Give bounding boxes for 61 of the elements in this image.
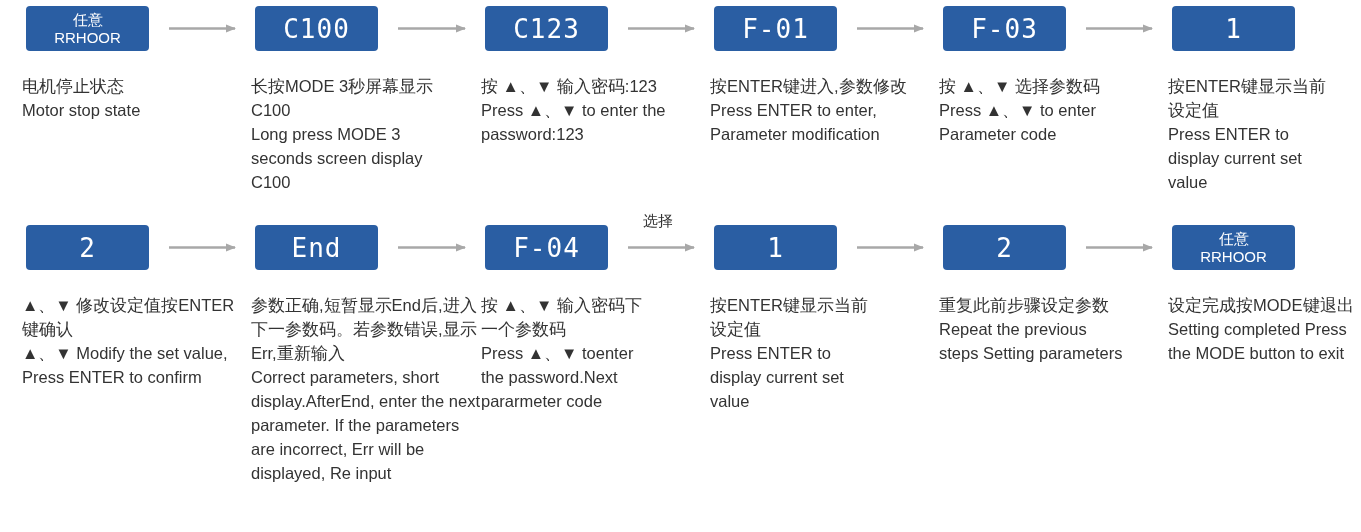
description-text: Repeat the previous steps Setting parameters [939,319,1124,364]
arrow [857,24,924,33]
description-text: Motor stop state [22,100,142,121]
description-text: 按 ▲、▼ 选择参数码 [939,76,1101,97]
display-text: C123 [513,13,580,44]
description-text: Press ▲、▼ to enter Parameter code [939,100,1097,145]
display-box [943,6,1066,51]
display-text: RRHOOR [1200,247,1267,266]
arrow [628,24,695,33]
description-text: 按 ▲、▼ 输入密码:123 [481,76,658,97]
display-box [26,225,149,270]
arrow [398,243,466,252]
description-text: ▲、▼ 修改设定值按ENTER键确认 [22,295,236,340]
display-box [485,6,608,51]
display-text: End [291,232,342,263]
display-box [255,225,378,270]
display-text: F-04 [513,232,580,263]
description-text: 按ENTER键显示当前设定值 [1168,76,1327,121]
description-text: 重复此前步骤设定参数 [939,295,1110,316]
description-text: ▲、▼ Modify the set value, Press ENTER to confirm [22,343,229,388]
display-box [485,225,608,270]
display-box [255,6,378,51]
display-text: 2 [79,232,96,263]
display-text: F-01 [742,13,809,44]
arrow [857,243,924,252]
display-box [943,225,1066,270]
display-text: 任意 [1218,229,1249,248]
description-text: 电机停止状态 [22,76,125,97]
display-text: C100 [283,13,350,44]
display-box [714,225,837,270]
description-text: 按ENTER键显示当前设定值 [710,295,869,340]
description-text: 按ENTER键进入,参数修改 [710,76,908,97]
display-box [1172,6,1295,51]
description-text: Press ▲、▼ toenter the password.Next pararmeter code [481,343,635,412]
description-text: 参数正确,短暂显示End后,进入下一参数码。若参数错误,显示Err,重新输入 [251,295,478,364]
description-text: 按 ▲、▼ 输入密码下一个参数码 [481,295,643,340]
description-text: 长按MODE 3秒屏幕显示C100 [251,76,435,121]
description-text: Press ENTER to display current set value [1168,124,1303,193]
arrow [169,243,236,252]
display-box [26,6,149,51]
arrow [169,24,236,33]
arrow [1086,243,1153,252]
description-text: Long press MODE 3 seconds screen display C100 [251,124,424,193]
display-box [714,6,837,51]
arrow [628,243,695,252]
display-text: F-03 [971,13,1038,44]
description-text: Setting completed Press the MODE button to exit [1168,319,1348,364]
description-text: 设定完成按MODE键退出 [1168,295,1355,316]
description-text: Press ENTER to display current set value [710,343,845,412]
display-text: 2 [996,232,1013,263]
description-text: Press ▲、▼ to enter the password:123 [481,100,667,145]
description-text: Press ENTER to enter, Parameter modification [710,100,881,145]
display-text: 任意 [72,10,103,29]
description-text: Correct parameters, short display.AfterEnd, enter the next parameter. If the parameters are incorrect, Err will be displayed, Re input [251,367,481,484]
display-text: RRHOOR [54,28,121,47]
display-box [1172,225,1295,270]
arrow [398,24,466,33]
arrow [1086,24,1153,33]
display-text: 1 [1225,13,1242,44]
display-text: 1 [767,232,784,263]
edge-label: 选择 [641,211,675,231]
